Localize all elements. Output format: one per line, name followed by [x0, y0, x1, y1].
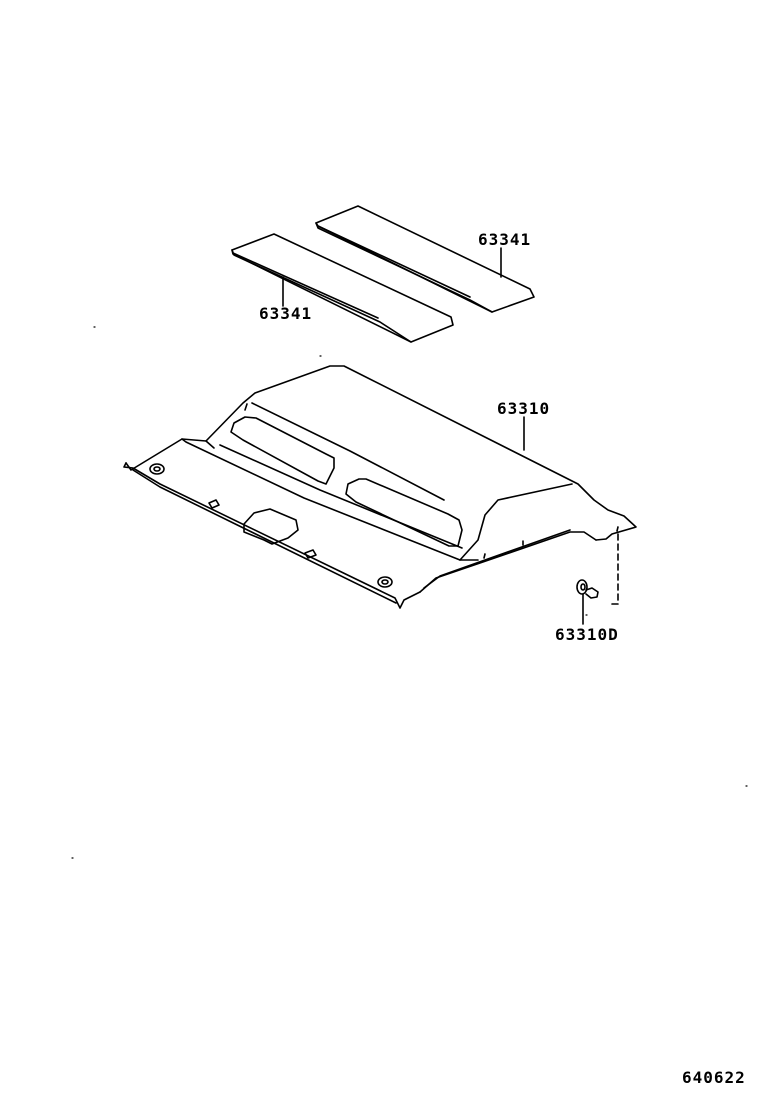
part-label-63310: 63310: [497, 399, 551, 418]
clip-63310D: [577, 534, 618, 624]
figure-code: 640622: [682, 1068, 746, 1087]
part-label-63341-left: 63341: [259, 304, 313, 323]
silencer-pad-right: [316, 206, 534, 312]
part-label-63310D: 63310D: [555, 625, 619, 644]
scan-dots: [72, 327, 747, 858]
part-label-63341-right: 63341: [478, 230, 532, 249]
headlining-63310: [124, 366, 636, 608]
silencer-pad-left: [232, 234, 453, 342]
